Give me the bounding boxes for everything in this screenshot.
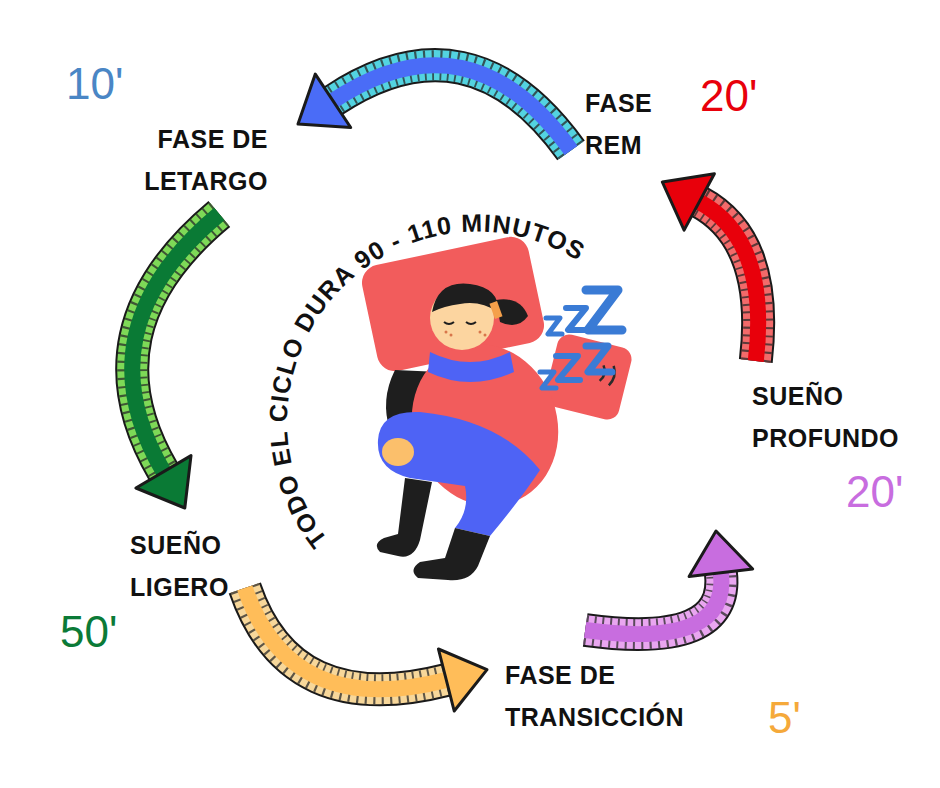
shoe [413, 528, 490, 580]
cycle-arrow [245, 588, 487, 711]
arrow-outline [245, 588, 446, 689]
phase-node: FASE DE LETARGO [140, 116, 272, 204]
arrow-hatching [132, 214, 219, 472]
phase-label: FASE DE LETARGO [144, 118, 268, 202]
arrow-hatching [699, 202, 758, 361]
arrow-head [438, 649, 487, 711]
arrow-band [132, 214, 219, 472]
sleep-z-symbols [540, 290, 622, 388]
arrow-body [132, 214, 219, 472]
arrow-hatching [245, 588, 446, 689]
hair-band [490, 301, 503, 319]
cycle-arrow [585, 531, 753, 634]
arrow-outline [333, 65, 571, 150]
arrow-hatching [585, 573, 721, 634]
arrow-outline [132, 214, 219, 472]
arrow-body [245, 588, 446, 689]
duration-label: 50' [60, 608, 117, 656]
freckles [445, 331, 487, 337]
phase-label: FASE REM [585, 82, 652, 166]
phase-label: SUEÑO LIGERO [130, 524, 229, 608]
arrow-head [136, 456, 191, 508]
cycle-arrow [298, 65, 571, 150]
phase-node: SUEÑO PROFUNDO [748, 373, 903, 461]
arrow-hatching [333, 65, 571, 150]
arrow-band [245, 588, 446, 689]
arrow-head [298, 74, 351, 127]
cycle-caption-text: TODO EL CICLO DURA 90 - 110 MINUTOS [264, 209, 590, 554]
cycle-arrow [662, 174, 758, 361]
cycle-arrow [132, 214, 219, 508]
arrow-head [689, 531, 753, 577]
closed-eyes [444, 322, 476, 324]
hand [382, 438, 414, 466]
duration-label: 10' [66, 60, 123, 108]
small-pillow [542, 332, 634, 422]
arrow-body [699, 202, 758, 361]
phase-node: SUEÑO LIGERO [126, 522, 233, 610]
phase-label: FASE DE TRANSICCIÓN [505, 654, 684, 738]
arrow-outline [699, 202, 758, 361]
arrow-head [662, 174, 714, 230]
scarf [428, 352, 514, 382]
arrow-band [333, 65, 571, 150]
arrow-band [699, 202, 758, 361]
phase-node: FASE REM [581, 80, 656, 168]
arrow-outline [585, 573, 721, 634]
duration-label: 5' [768, 694, 801, 742]
duration-label: 20' [700, 72, 757, 120]
phase-node: FASE DE TRANSICCIÓN [501, 652, 688, 740]
phase-label: SUEÑO PROFUNDO [752, 375, 899, 459]
arrow-band [585, 573, 721, 634]
shoe [377, 478, 432, 557]
arrow-body [585, 573, 721, 634]
hair [432, 284, 498, 312]
duration-label: 20' [846, 468, 903, 516]
cycle-caption: TODO EL CICLO DURA 90 - 110 MINUTOS [264, 209, 590, 554]
arrow-body [333, 65, 571, 150]
